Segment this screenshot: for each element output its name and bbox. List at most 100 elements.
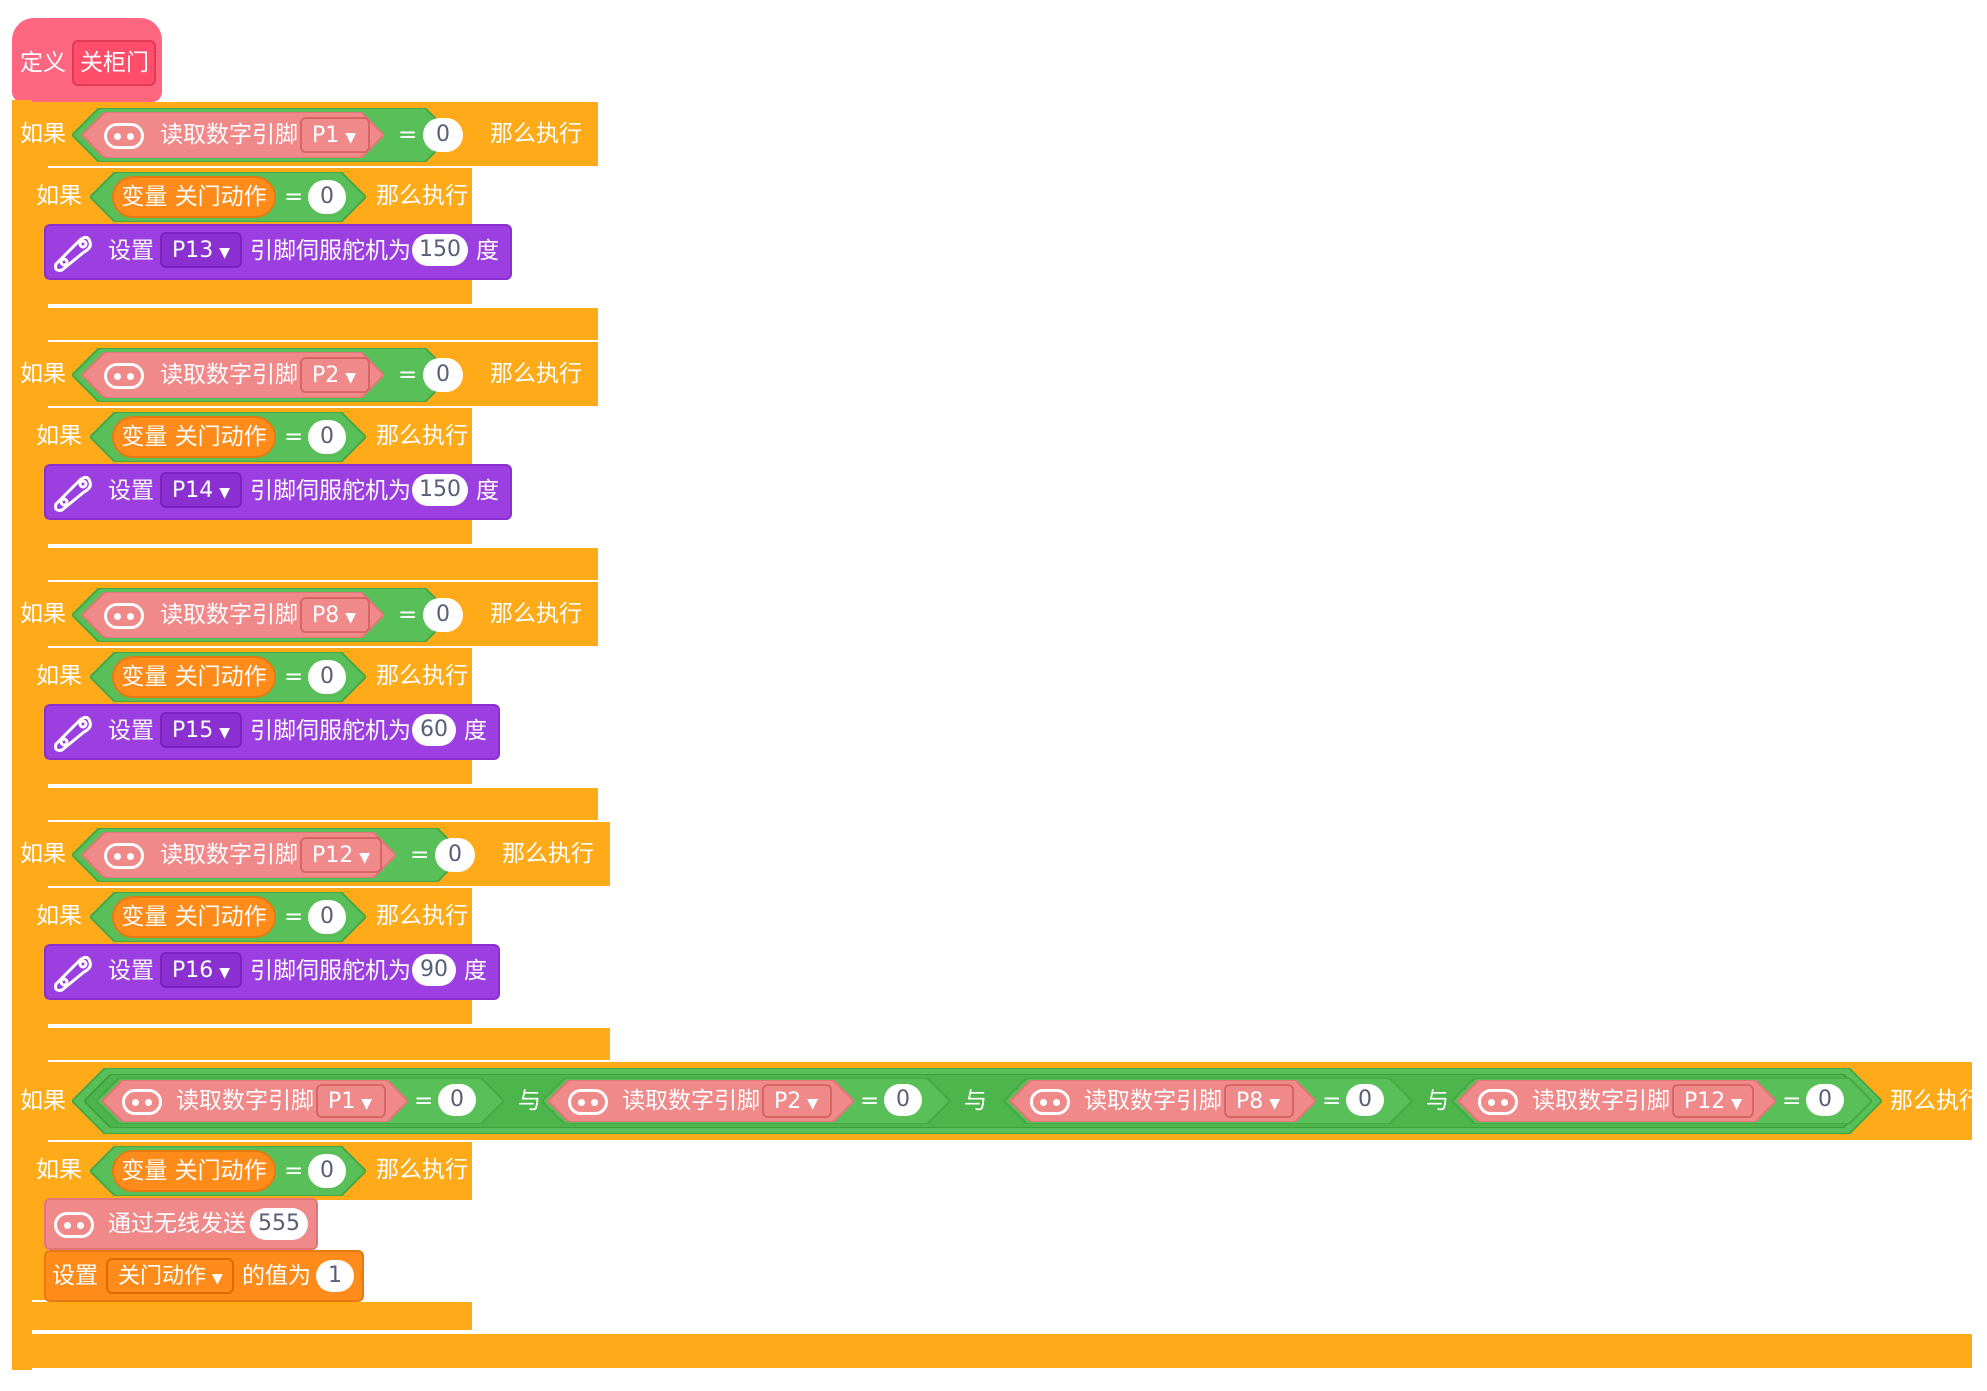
compare-value-input[interactable]: 0	[884, 1084, 922, 1116]
read-pin-label: 读取数字引脚	[1532, 1088, 1670, 1114]
inner-if-block-footer	[28, 520, 472, 544]
compare-value-input[interactable]: 0	[308, 180, 346, 214]
equals-sign: =	[284, 184, 304, 210]
pin-dropdown[interactable]: P1▼	[316, 1084, 386, 1118]
compare-value-input[interactable]: 0	[435, 838, 475, 872]
pin-dropdown[interactable]: P2▼	[300, 357, 370, 393]
compare-value-input[interactable]: 0	[423, 358, 463, 392]
equals-sign: =	[1782, 1088, 1802, 1114]
compare-value-input[interactable]: 0	[308, 900, 346, 934]
servo-pin-dropdown[interactable]: P14 ▼	[160, 472, 242, 508]
equals-sign: =	[284, 664, 304, 690]
servo-angle-input[interactable]: 150	[412, 474, 468, 506]
pin-dropdown[interactable]: P2▼	[762, 1084, 832, 1118]
pin-dropdown[interactable]: P12▼	[1672, 1084, 1754, 1118]
then-keyword: 那么执行	[376, 183, 468, 209]
read-pin-label: 读取数字引脚	[160, 842, 298, 868]
read-pin-label: 读取数字引脚	[160, 122, 298, 148]
if-keyword: 如果	[36, 423, 82, 449]
define-name-box[interactable]	[72, 40, 156, 86]
equals-sign: =	[284, 424, 304, 450]
servo-label: 引脚伺服舵机为	[250, 958, 411, 984]
compare-value-input[interactable]: 0	[308, 660, 346, 694]
if-keyword: 如果	[20, 121, 66, 147]
equals-sign: =	[284, 1158, 304, 1184]
degree-label: 度	[476, 478, 499, 504]
chevron-down-icon: ▼	[219, 245, 231, 261]
compare-value-input[interactable]: 0	[1806, 1084, 1844, 1116]
compare-value-input[interactable]: 0	[423, 598, 463, 632]
degree-label: 度	[464, 958, 487, 984]
if-keyword: 如果	[20, 841, 66, 867]
if-block-footer	[12, 548, 598, 580]
servo-label: 引脚伺服舵机为	[250, 478, 411, 504]
equals-sign: =	[414, 1088, 434, 1114]
servo-angle-input[interactable]: 60	[412, 714, 456, 746]
if-block-footer	[12, 788, 598, 820]
read-pin-label: 读取数字引脚	[160, 362, 298, 388]
chip-icon	[104, 843, 144, 869]
compare-value-input[interactable]: 0	[438, 1084, 476, 1116]
and-condition-inner[interactable]	[84, 1074, 1870, 1128]
servo-label: 引脚伺服舵机为	[250, 238, 411, 264]
variable-reporter[interactable]: 变量 关门动作	[112, 176, 276, 218]
set-keyword: 设置	[108, 718, 154, 744]
chevron-down-icon: ▼	[212, 1271, 223, 1287]
variable-reporter[interactable]: 变量 关门动作	[112, 1150, 276, 1192]
servo-pin-dropdown[interactable]: P13▼	[160, 232, 242, 268]
pin-dropdown-value: P2	[774, 1089, 802, 1114]
servo-pin-dropdown-value: P16	[172, 958, 214, 983]
chip-icon	[104, 603, 144, 629]
read-pin-label: 读取数字引脚	[160, 602, 298, 628]
if-block-footer	[12, 1028, 610, 1060]
pin-dropdown[interactable]: P8▼	[1224, 1084, 1294, 1118]
inner-if-block-footer	[28, 760, 472, 784]
pin-dropdown-value: P12	[312, 843, 354, 868]
pin-dropdown-value: P8	[1236, 1089, 1264, 1114]
compare-value-input[interactable]: 0	[423, 118, 463, 152]
inner-if-block-footer	[28, 1302, 472, 1330]
then-keyword: 那么执行	[376, 1157, 468, 1183]
compare-value-input[interactable]: 0	[308, 420, 346, 454]
variable-dropdown[interactable]: 关门动作 ▼	[106, 1258, 234, 1294]
chevron-down-icon: ▼	[345, 610, 357, 626]
pin-dropdown[interactable]: P1 ▼	[300, 117, 370, 153]
servo-pin-dropdown[interactable]: P16▼	[160, 952, 242, 988]
variable-reporter[interactable]: 变量 关门动作	[112, 896, 276, 938]
read-pin-label: 读取数字引脚	[1084, 1088, 1222, 1114]
set-value-input[interactable]: 1	[316, 1260, 354, 1292]
chevron-down-icon: ▼	[359, 850, 371, 866]
chevron-down-icon: ▼	[219, 485, 231, 501]
define-name: 关柜门	[80, 50, 149, 76]
then-keyword: 那么执行	[502, 841, 594, 867]
chevron-down-icon: ▼	[361, 1096, 373, 1112]
chevron-down-icon: ▼	[219, 725, 231, 741]
compare-value-input[interactable]: 0	[1346, 1084, 1384, 1116]
if-keyword: 如果	[36, 183, 82, 209]
if-keyword: 如果	[20, 361, 66, 387]
servo-pin-dropdown-value: P15	[172, 718, 214, 743]
chip-icon	[1478, 1089, 1518, 1115]
pin-dropdown-value: P1	[312, 123, 340, 148]
chevron-down-icon: ▼	[345, 130, 357, 146]
then-keyword: 那么执行	[1890, 1088, 1982, 1114]
if-keyword: 如果	[20, 1088, 66, 1114]
pin-dropdown[interactable]: P8▼	[300, 597, 370, 633]
variable-reporter[interactable]: 变量 关门动作	[112, 656, 276, 698]
pin-dropdown[interactable]: P12 ▼	[300, 837, 382, 873]
define-keyword: 定义	[20, 50, 66, 76]
chip-icon	[104, 123, 144, 149]
servo-angle-input[interactable]: 150	[412, 234, 468, 266]
servo-angle-input[interactable]: 90	[412, 954, 456, 986]
read-pin-label: 读取数字引脚	[622, 1088, 760, 1114]
compare-value-input[interactable]: 0	[308, 1154, 346, 1188]
equals-sign: =	[398, 602, 418, 628]
servo-pin-dropdown-value: P14	[172, 478, 214, 503]
variable-reporter[interactable]: 变量 关门动作	[112, 416, 276, 458]
if-keyword: 如果	[20, 601, 66, 627]
if-keyword: 如果	[36, 1157, 82, 1183]
radio-value-input[interactable]: 555	[250, 1208, 308, 1240]
variable-dropdown-value: 关门动作	[118, 1264, 207, 1289]
servo-pin-dropdown[interactable]: P15 ▼	[160, 712, 242, 748]
